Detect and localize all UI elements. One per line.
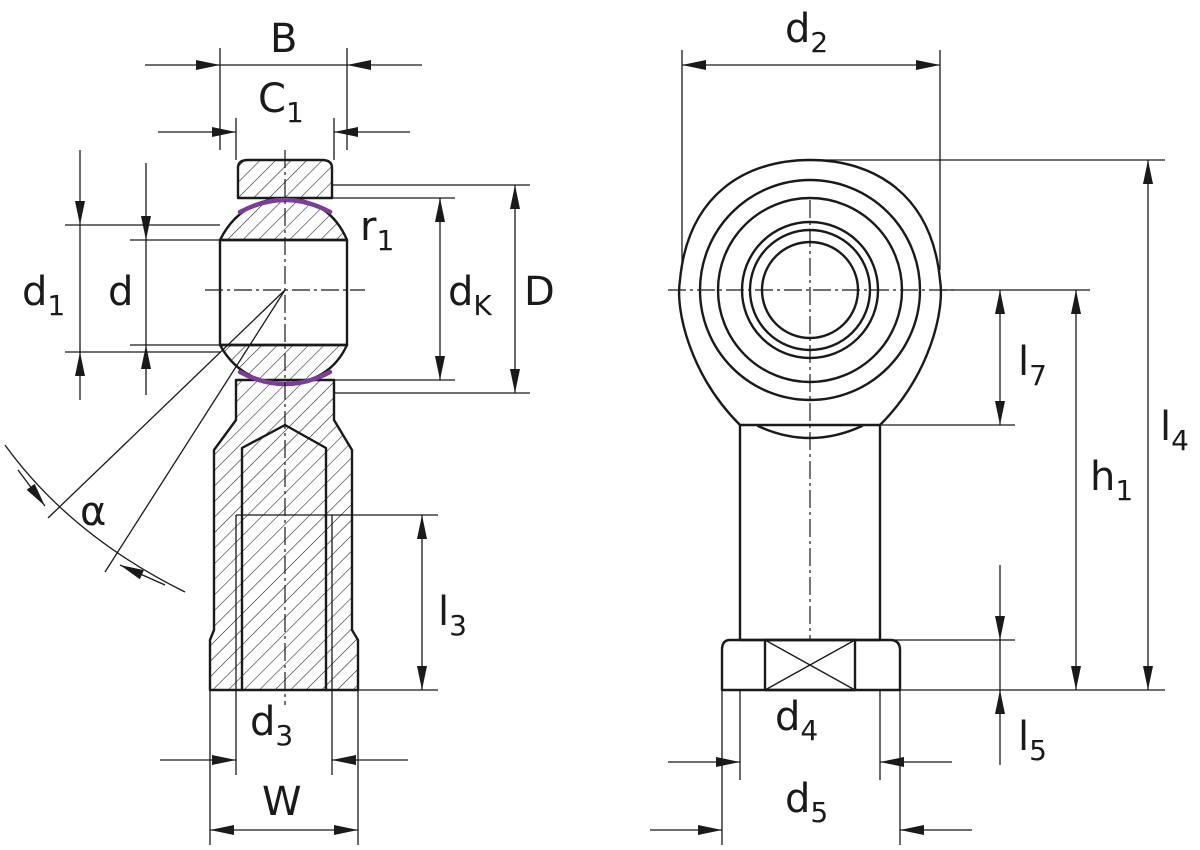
label-dK: dK (448, 269, 492, 322)
seal-top (237, 197, 333, 215)
label-h1: h1 (1090, 454, 1133, 507)
label-d2: d2 (785, 6, 828, 59)
inner-ring-top-section (218, 196, 349, 242)
label-d: d (108, 269, 133, 315)
label-d3: d3 (250, 699, 293, 752)
label-D: D (524, 269, 555, 315)
label-d5: d5 (785, 776, 828, 829)
label-l5: l5 (1018, 714, 1047, 767)
label-l3: l3 (438, 589, 467, 642)
inner-ring-bottom-section (218, 343, 349, 386)
label-d4: d4 (775, 694, 818, 747)
label-C1: C1 (258, 76, 304, 129)
label-alpha: α (80, 489, 106, 535)
label-l4: l4 (1160, 404, 1189, 457)
label-l7: l7 (1018, 339, 1047, 392)
label-r1: r1 (360, 204, 394, 257)
bore (218, 238, 349, 347)
label-d1: d1 (22, 269, 65, 322)
label-B: B (270, 16, 297, 62)
front-view: d2 l7 h1 l4 l5 d4 d5 (650, 6, 1189, 845)
side-section-view: B C1 d1 d r1 dK D (4, 16, 555, 845)
label-W: W (262, 779, 302, 825)
